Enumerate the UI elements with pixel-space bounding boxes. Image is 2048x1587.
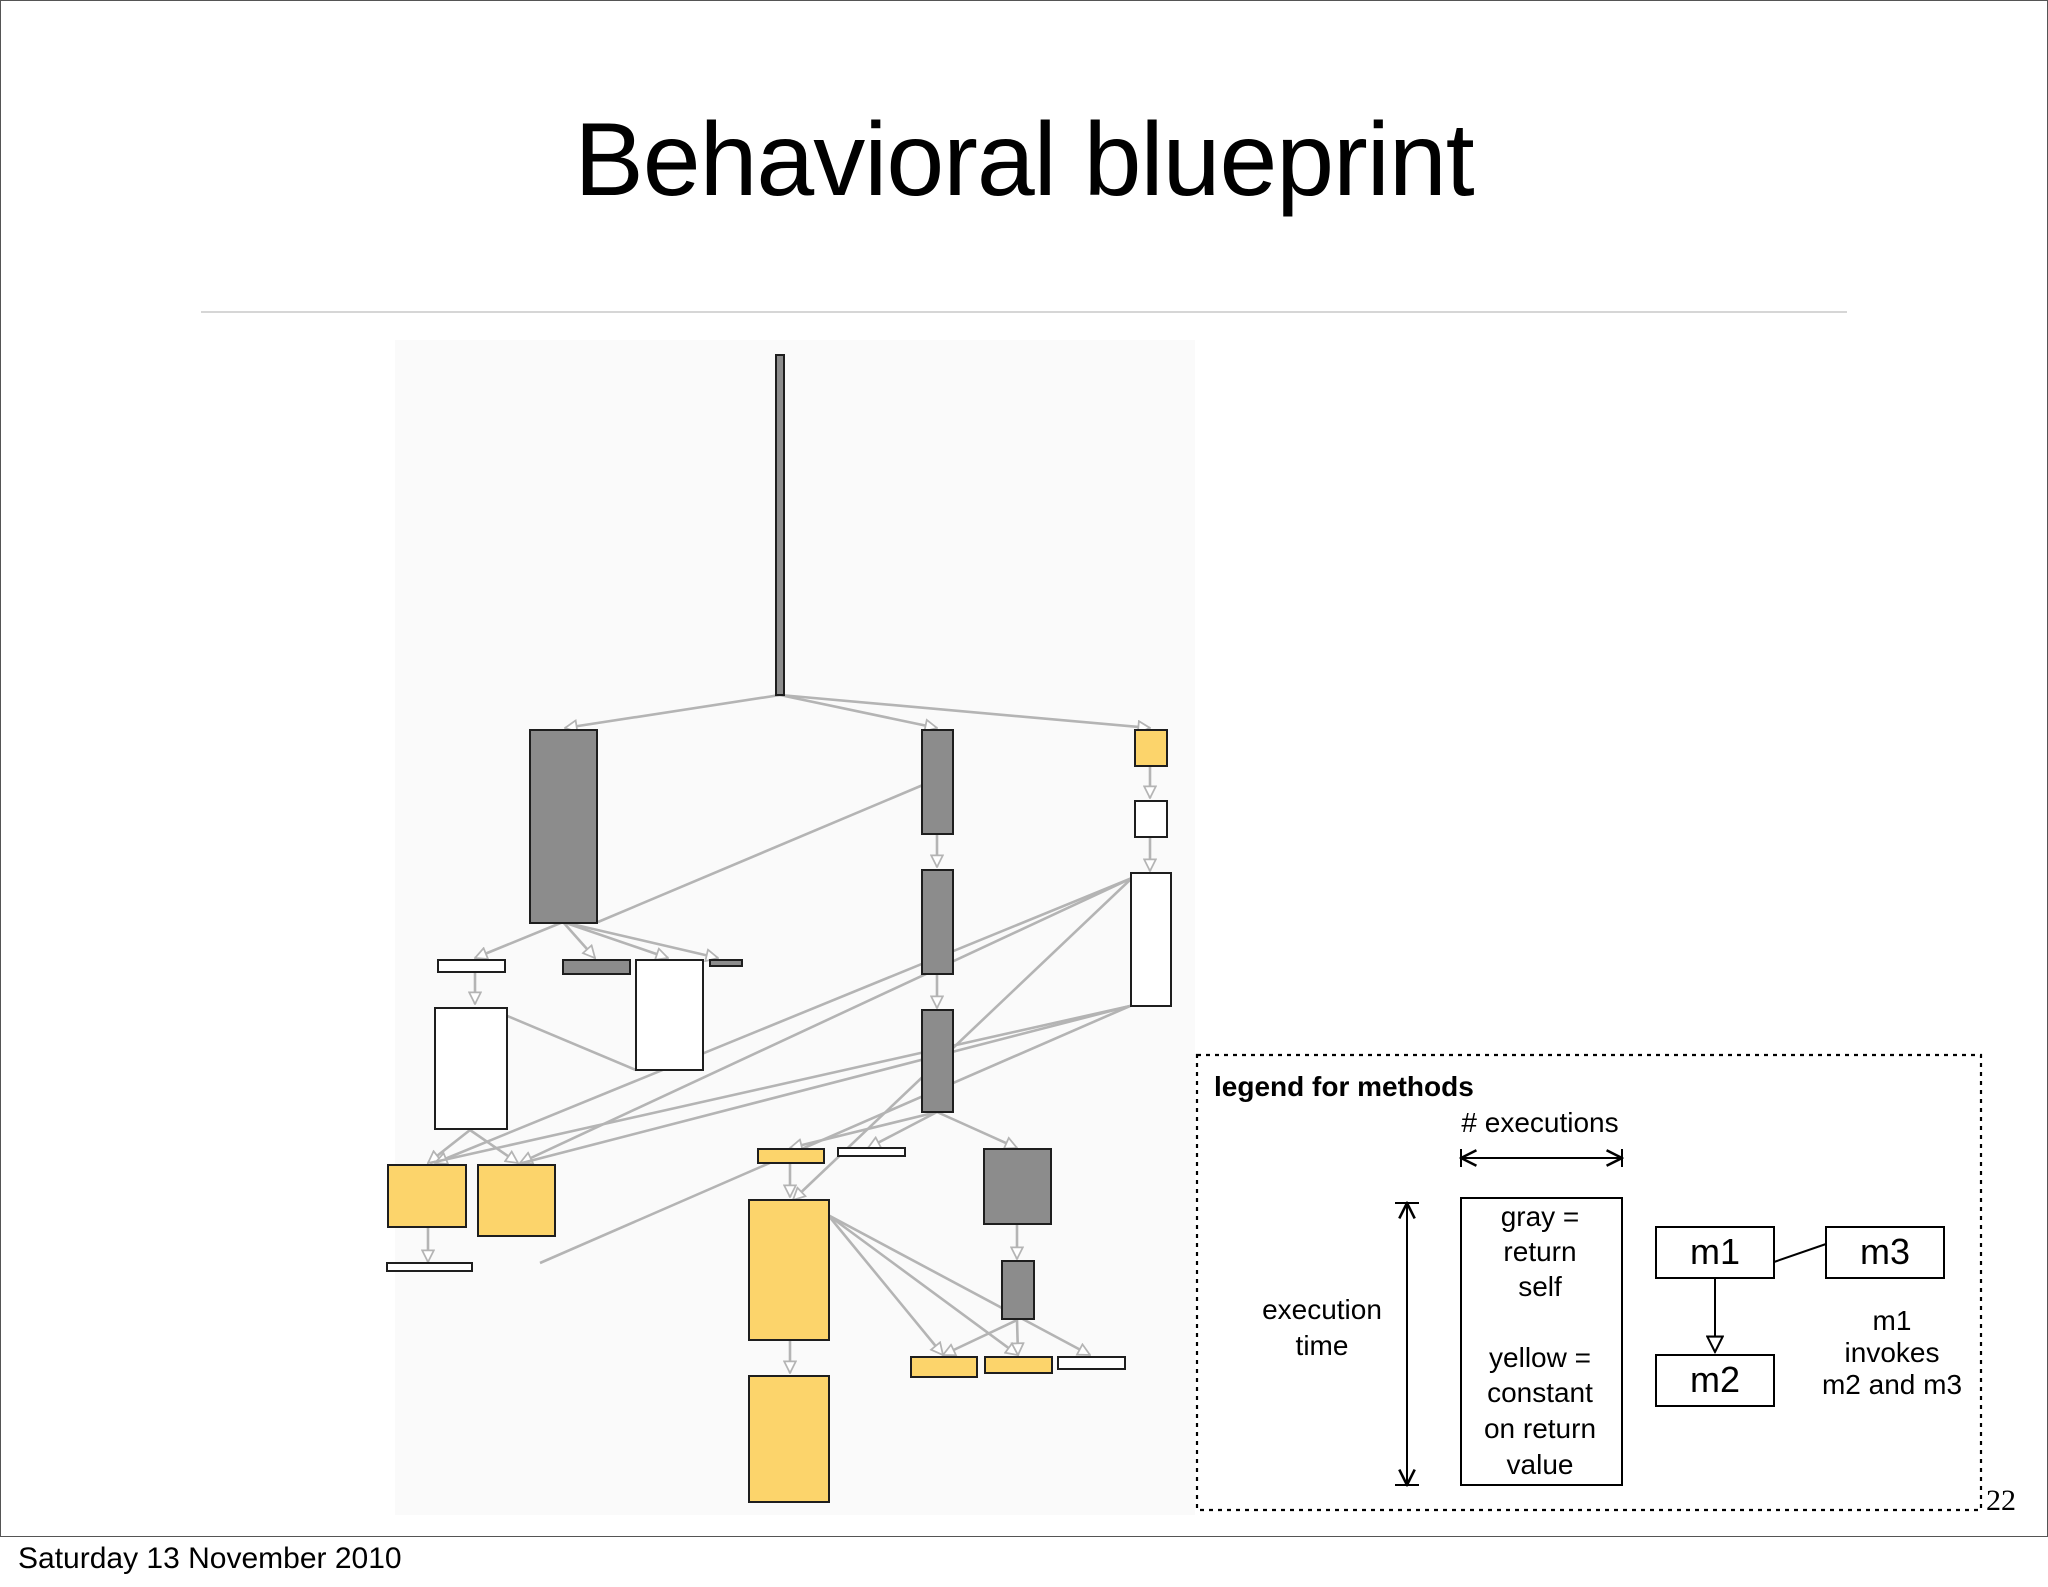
legend-box-line: self	[1518, 1271, 1562, 1302]
legend-box-line: yellow =	[1489, 1342, 1591, 1373]
method-box	[757, 1148, 825, 1164]
edge	[562, 921, 595, 958]
edge	[565, 693, 781, 728]
method-box	[387, 1164, 467, 1228]
legend-method-box-text: gray = return self yellow = constant on …	[1484, 1201, 1596, 1480]
edge	[779, 693, 937, 728]
edge	[1017, 1319, 1018, 1355]
invocation-edges	[428, 693, 1150, 1373]
edge	[793, 877, 1133, 1200]
method-box	[635, 959, 704, 1071]
edge	[827, 1213, 1090, 1357]
edge	[790, 1110, 938, 1148]
legend-method-box	[1460, 1197, 1623, 1486]
edge	[562, 920, 668, 958]
edge	[429, 1004, 1131, 1165]
legend-caption-line: invokes	[1845, 1337, 1940, 1368]
legend-m2-box	[1655, 1354, 1775, 1407]
execution-time-label-line2: time	[1296, 1330, 1349, 1361]
method-box	[984, 1356, 1053, 1374]
legend-caption-line: m1	[1873, 1305, 1912, 1336]
method-boxes	[386, 354, 1172, 1503]
legend-m1-label: m1	[1690, 1231, 1740, 1272]
edge	[826, 1214, 943, 1355]
method-box	[1134, 800, 1168, 838]
legend-box-line: value	[1507, 1449, 1574, 1480]
legend-m3-label: m3	[1860, 1231, 1910, 1272]
method-box	[437, 959, 506, 973]
legend-box-line: return	[1503, 1236, 1576, 1267]
method-box	[983, 1148, 1052, 1225]
edge	[504, 1013, 637, 1072]
method-box	[1001, 1260, 1035, 1320]
legend-caption-line: m2 and m3	[1822, 1369, 1962, 1400]
edge	[475, 920, 564, 958]
legend-title: legend for methods	[1214, 1071, 1474, 1102]
page-number: 22	[1986, 1484, 2016, 1517]
legend: legend for methods # executions executio…	[1195, 1053, 1983, 1512]
edge	[936, 1110, 1017, 1148]
method-box	[748, 1375, 830, 1503]
edge	[562, 920, 718, 958]
edge	[520, 876, 1133, 1163]
legend-box-line: constant	[1487, 1377, 1593, 1408]
method-box	[529, 729, 598, 924]
edge	[868, 1110, 938, 1150]
legend-m1-box	[1655, 1226, 1775, 1279]
method-box	[910, 1356, 978, 1378]
method-box	[837, 1147, 906, 1157]
legend-executions-label: # executions	[1461, 1107, 1618, 1138]
edge	[597, 780, 931, 924]
edge	[943, 1318, 1018, 1355]
method-box	[1134, 729, 1168, 767]
edge	[539, 1004, 1131, 1265]
edge	[435, 876, 1133, 1163]
footer-date: Saturday 13 November 2010	[18, 1542, 402, 1575]
method-box	[1130, 872, 1172, 1007]
title-divider	[201, 311, 1847, 313]
method-box	[921, 869, 954, 975]
legend-m3-box	[1825, 1226, 1945, 1279]
method-box	[921, 1009, 954, 1113]
method-root	[775, 354, 785, 696]
method-box	[386, 1262, 473, 1272]
method-box	[1057, 1356, 1126, 1370]
edge	[827, 1213, 1018, 1355]
legend-box-line: on return	[1484, 1413, 1596, 1444]
execution-time-label-line1: execution	[1262, 1294, 1382, 1325]
edge	[521, 1004, 1131, 1165]
method-box	[921, 729, 954, 835]
slide-title: Behavioral blueprint	[574, 102, 1474, 218]
legend-m1-m3-edge	[1773, 1243, 1827, 1263]
legend-box-line: gray =	[1501, 1201, 1580, 1232]
legend-caption: m1 invokes m2 and m3	[1822, 1305, 1962, 1400]
edge	[469, 1128, 518, 1163]
method-box	[434, 1007, 508, 1130]
method-box	[562, 959, 631, 975]
legend-m2-label: m2	[1690, 1359, 1740, 1400]
method-box	[709, 959, 743, 967]
method-box	[477, 1164, 556, 1237]
method-box	[748, 1199, 830, 1341]
edge	[779, 693, 1150, 728]
